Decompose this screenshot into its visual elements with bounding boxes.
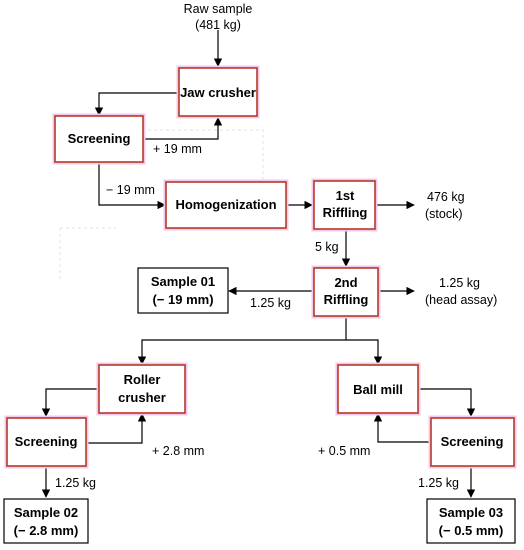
sample-01-line2: (− 19 mm) — [152, 292, 213, 307]
box-riffling-1: 1st Riffling — [311, 178, 378, 232]
sample-02-line1: Sample 02 — [14, 505, 78, 520]
label-125kg-sample02: 1.25 kg — [55, 476, 96, 490]
arrow-ballmill-to-screening3 — [418, 388, 476, 417]
box-jaw-crusher: Jaw crusher — [176, 65, 260, 119]
raw-sample-line1: Raw sample — [184, 2, 253, 16]
sample-boxes: Sample 01 (− 19 mm) Sample 02 (− 2.8 mm)… — [3, 267, 516, 544]
box-screening-1: Screening — [52, 113, 146, 165]
riffling-1-line2: Riffling — [323, 205, 368, 220]
process-boxes: Jaw crusher Screening Homogenization 1st… — [4, 65, 517, 469]
screening-2-label: Screening — [15, 434, 78, 449]
label-plus-05: + 0.5 mm — [318, 444, 370, 458]
riffling-2-line1: 2nd — [334, 275, 357, 290]
roller-line2: crusher — [118, 390, 166, 405]
raw-sample-line2: (481 kg) — [195, 18, 241, 32]
box-sample-01: Sample 01 (− 19 mm) — [137, 267, 229, 314]
riffling-1-line1: 1st — [336, 188, 355, 203]
jaw-crusher-label: Jaw crusher — [180, 85, 256, 100]
screening-1-label: Screening — [68, 131, 131, 146]
arrow-jaw-to-screening — [94, 92, 179, 116]
arrow-screening2-oversize — [86, 413, 147, 444]
arrow-roller-to-screening2 — [41, 388, 99, 417]
box-screening-3: Screening — [428, 415, 517, 469]
label-stock-kg: 476 kg — [427, 190, 465, 204]
label-head-assay: (head assay) — [425, 293, 497, 307]
box-ball-mill: Ball mill — [335, 362, 421, 416]
sample-02-line2: (− 2.8 mm) — [14, 523, 79, 538]
ball-mill-label: Ball mill — [353, 382, 403, 397]
arrow-split-to-ballmill — [346, 339, 383, 365]
arrow-screening-to-homog — [98, 163, 166, 210]
sample-03-line1: Sample 03 — [439, 505, 503, 520]
box-screening-2: Screening — [4, 415, 89, 469]
label-minus-19: − 19 mm — [106, 183, 155, 197]
label-stock: (stock) — [425, 207, 463, 221]
riffling-2-line2: Riffling — [324, 292, 369, 307]
box-sample-03: Sample 03 (− 0.5 mm) — [426, 498, 516, 544]
box-roller-crusher: Roller crusher — [96, 362, 188, 416]
box-homogenization: Homogenization — [163, 179, 289, 231]
arrow-riffling2-to-roller — [137, 316, 347, 365]
roller-line1: Roller — [124, 372, 161, 387]
label-125kg-sample01: 1.25 kg — [250, 296, 291, 310]
connectors — [41, 30, 476, 498]
labels: Raw sample (481 kg) + 19 mm − 19 mm 476 … — [55, 2, 497, 490]
label-125kg-sample03: 1.25 kg — [418, 476, 459, 490]
sample-01-line1: Sample 01 — [151, 274, 215, 289]
label-plus-19: + 19 mm — [153, 142, 202, 156]
box-riffling-2: 2nd Riffling — [311, 265, 381, 319]
sample-03-line2: (− 0.5 mm) — [439, 523, 504, 538]
label-plus-28: + 2.8 mm — [152, 444, 204, 458]
box-sample-02: Sample 02 (− 2.8 mm) — [3, 498, 89, 544]
label-5kg: 5 kg — [315, 240, 339, 254]
screening-3-label: Screening — [441, 434, 504, 449]
label-head-kg: 1.25 kg — [439, 276, 480, 290]
arrow-screening3-oversize — [373, 413, 431, 443]
homogenization-label: Homogenization — [175, 197, 276, 212]
arrow-screening-oversize — [143, 117, 223, 140]
